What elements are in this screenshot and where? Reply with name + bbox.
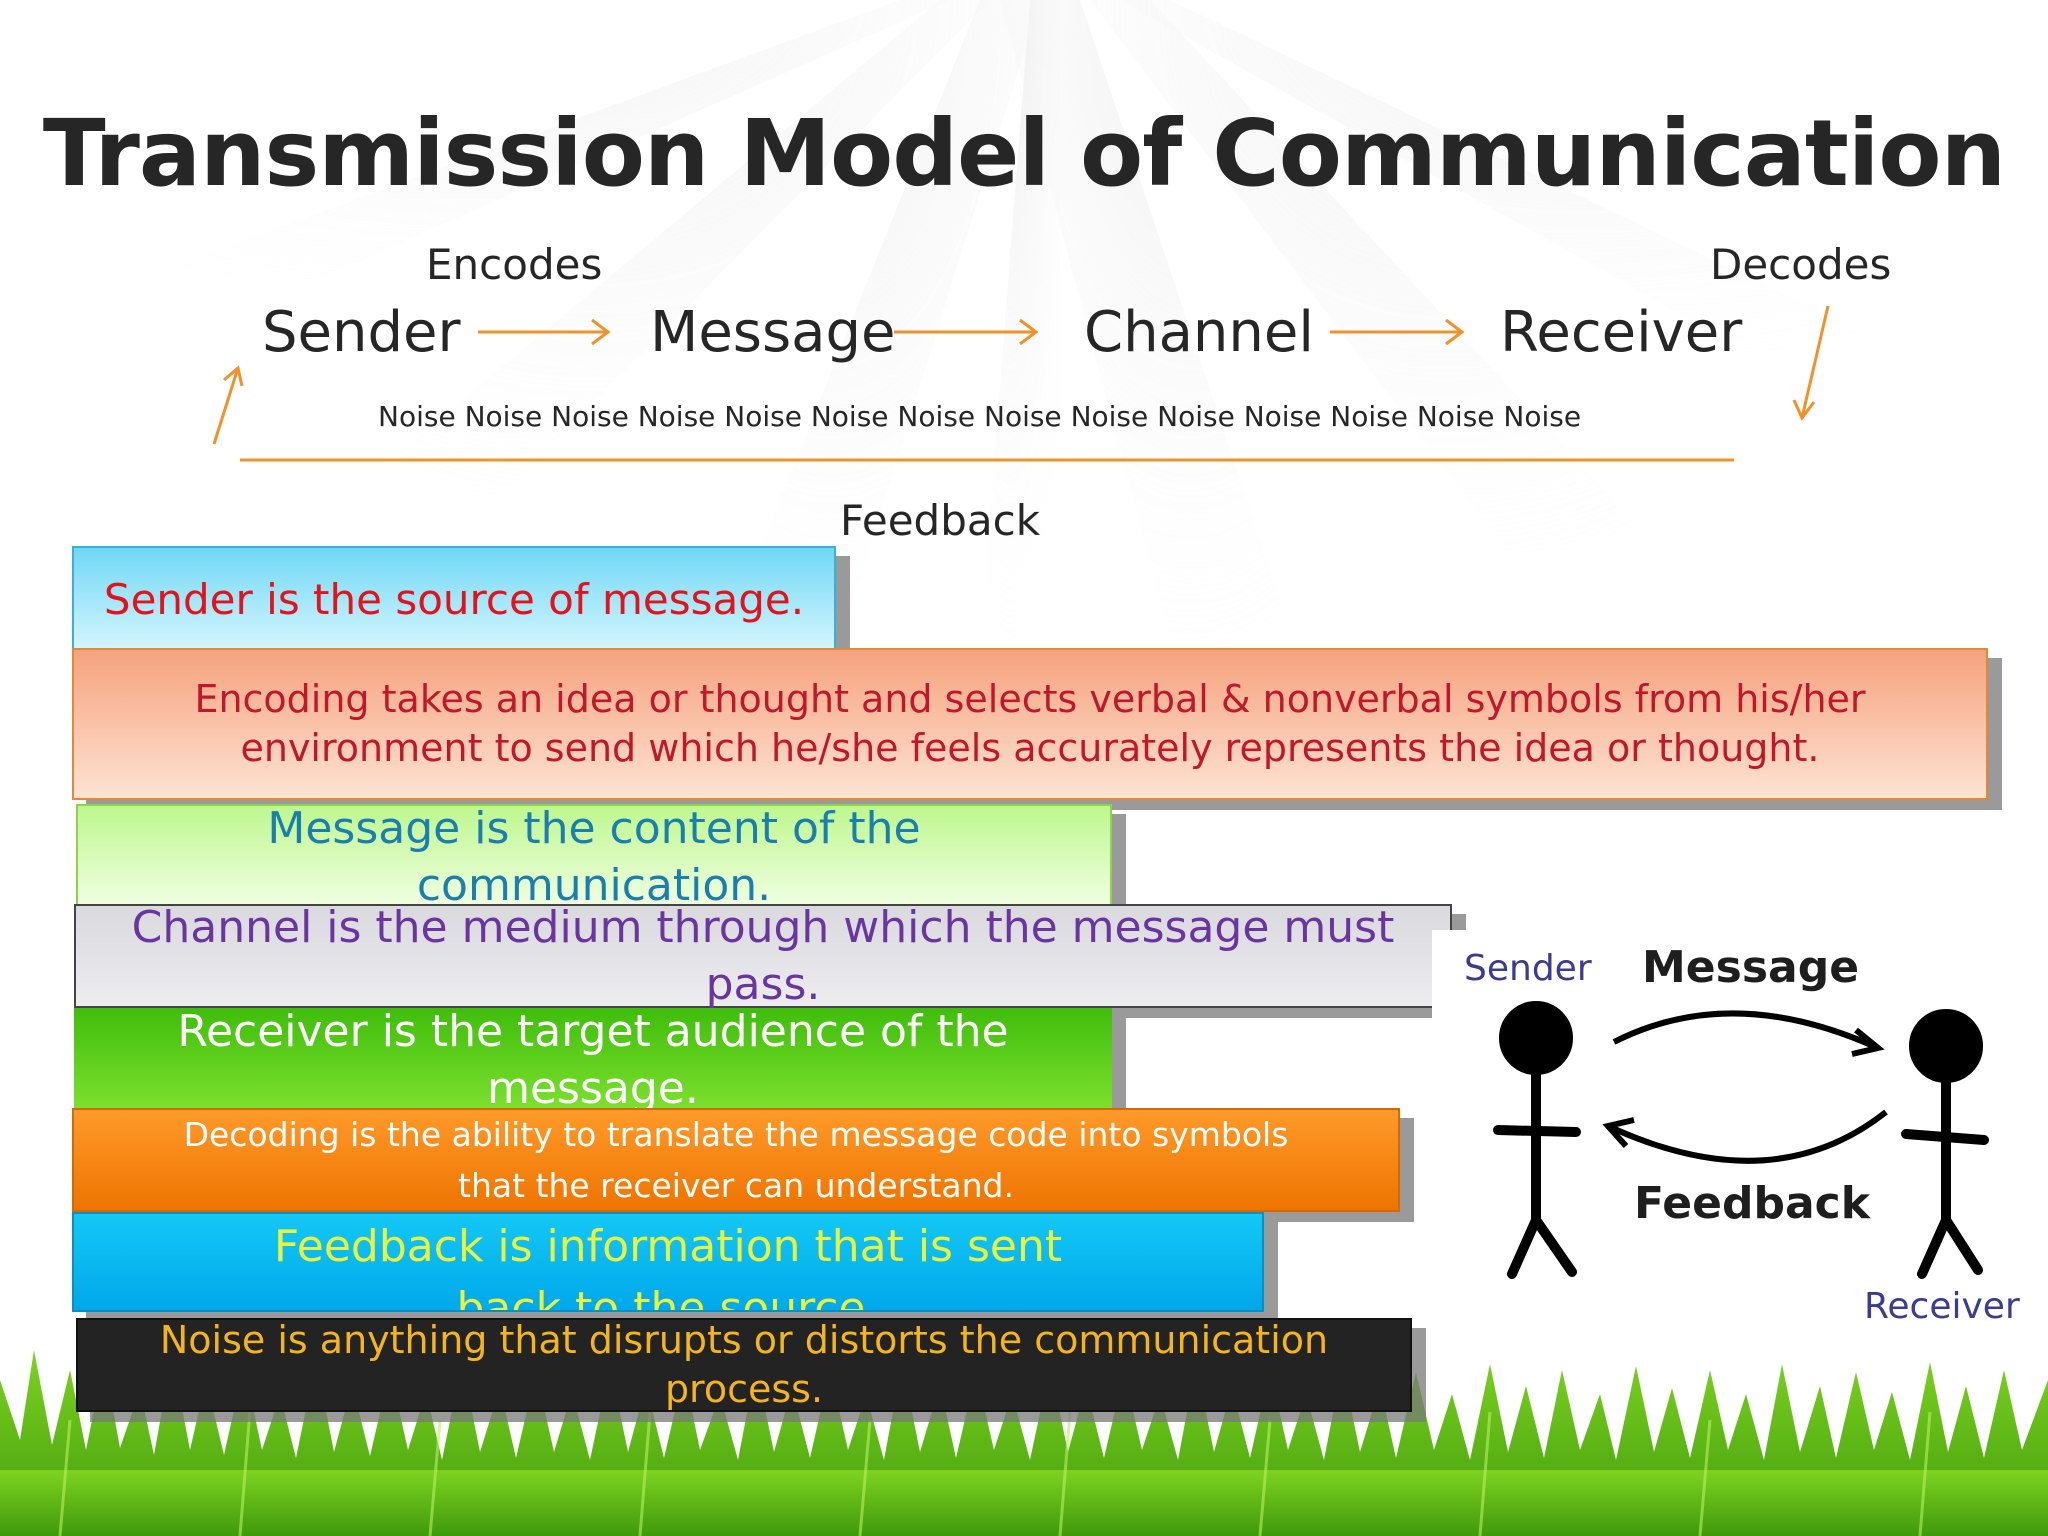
- definition-decoding: Decoding is the ability to translate the…: [72, 1108, 1400, 1212]
- encodes-label: Encodes: [426, 240, 603, 289]
- receiver-stick-figure: [1901, 1009, 1989, 1279]
- grass: [0, 1350, 2048, 1536]
- grass-highlights: [58, 1409, 1932, 1536]
- definition-channel: Channel is the medium through which the …: [74, 902, 1452, 1010]
- definition-decoding-text: Decoding is the ability to translate the…: [183, 1114, 1289, 1205]
- definition-noise: Noise is anything that disrupts or disto…: [76, 1318, 1412, 1412]
- arrow-decodes-down: [1792, 305, 1830, 421]
- definition-encoding: Encoding takes an idea or thought and se…: [72, 648, 1988, 800]
- definition-sender: Sender is the source of message.: [72, 546, 836, 654]
- definition-message-text: Message is the content of the communicat…: [267, 802, 921, 911]
- flow-channel: Channel: [1084, 300, 1314, 365]
- decodes-label: Decodes: [1710, 240, 1892, 289]
- flow-receiver: Receiver: [1500, 300, 1743, 365]
- message-arrow: [1612, 1010, 1885, 1057]
- arrow-channel-receiver: [1330, 318, 1465, 346]
- sender-stick-figure: [1493, 1001, 1581, 1279]
- definition-receiver-text: Receiver is the target audience of the m…: [177, 1005, 1009, 1114]
- arrow-sender-message: [478, 318, 611, 346]
- feedback-arrow: [1602, 1109, 1888, 1164]
- figure-receiver-label: Receiver: [1864, 1286, 2020, 1327]
- flow-message: Message: [650, 300, 896, 365]
- definition-message: Message is the content of the communicat…: [76, 803, 1112, 911]
- arrow-encodes-up: [212, 365, 244, 445]
- page-title: Transmission Model of Communication: [42, 100, 2006, 207]
- arrow-message-channel: [894, 318, 1039, 346]
- figure-sender-label: Sender: [1464, 948, 1592, 989]
- figure-feedback-label: Feedback: [1634, 1178, 1872, 1229]
- feedback-label: Feedback: [840, 496, 1041, 545]
- figure-message-label: Message: [1642, 942, 1859, 993]
- definition-noise-text: Noise is anything that disrupts or disto…: [159, 1317, 1329, 1411]
- definition-receiver: Receiver is the target audience of the m…: [74, 1006, 1112, 1114]
- flow-arrows: [212, 305, 1830, 462]
- flow-sender: Sender: [262, 300, 461, 365]
- sender-receiver-figure: Sender Message Feedback Receiver: [1432, 930, 2048, 1330]
- noise-label: Noise Noise Noise Noise Noise Noise Nois…: [378, 400, 1582, 433]
- definition-channel-text: Channel is the medium through which the …: [131, 901, 1395, 1010]
- definition-feedback-text: Feedback is information that is sent bac…: [273, 1221, 1063, 1312]
- sun-rays: [0, 0, 2048, 900]
- definition-encoding-text: Encoding takes an idea or thought and se…: [194, 676, 1866, 770]
- definition-feedback: Feedback is information that is sent bac…: [72, 1212, 1264, 1312]
- definition-sender-text: Sender is the source of message.: [103, 574, 805, 624]
